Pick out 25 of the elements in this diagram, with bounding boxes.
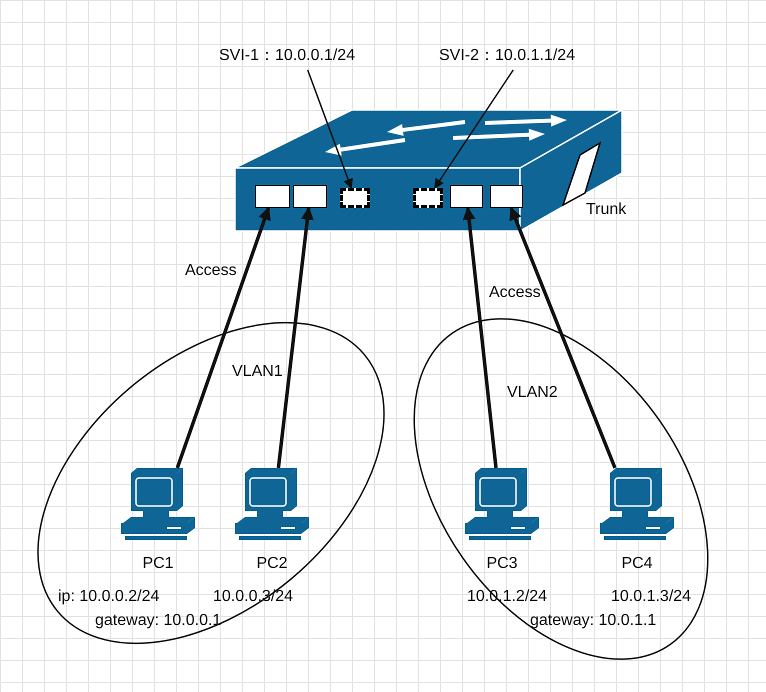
virtual-interface-port: [413, 188, 443, 208]
cable-arrow: [176, 206, 271, 469]
port: [255, 185, 290, 208]
ip-address: ip: 10.0.0.2/24: [58, 587, 160, 607]
port: [450, 185, 483, 208]
cable-arrow: [509, 206, 617, 469]
link-label: Access: [489, 283, 541, 303]
device-label: PC1: [142, 554, 174, 574]
group-label: VLAN2: [507, 383, 558, 403]
device-label: PC3: [486, 554, 518, 574]
device-label: PC4: [621, 554, 653, 574]
gateway-label: gateway: 10.0.0.1: [95, 611, 222, 631]
group-label: VLAN1: [232, 362, 283, 382]
ip-address: 10.0.1.3/24: [611, 587, 692, 607]
gateway-label: gateway: 10.0.1.1: [530, 611, 656, 631]
interface-label: SVI-2：10.0.1.1/24: [439, 46, 576, 66]
port: [490, 185, 523, 208]
cable-arrow: [462, 206, 498, 468]
device-label: PC2: [256, 554, 288, 574]
link-label: Access: [185, 261, 237, 281]
virtual-interface-port: [340, 188, 370, 208]
port: [293, 185, 327, 208]
interface-label: SVI-1：10.0.0.1/24: [219, 46, 356, 66]
link-label: Trunk: [586, 200, 626, 220]
cable-arrow: [276, 206, 314, 468]
